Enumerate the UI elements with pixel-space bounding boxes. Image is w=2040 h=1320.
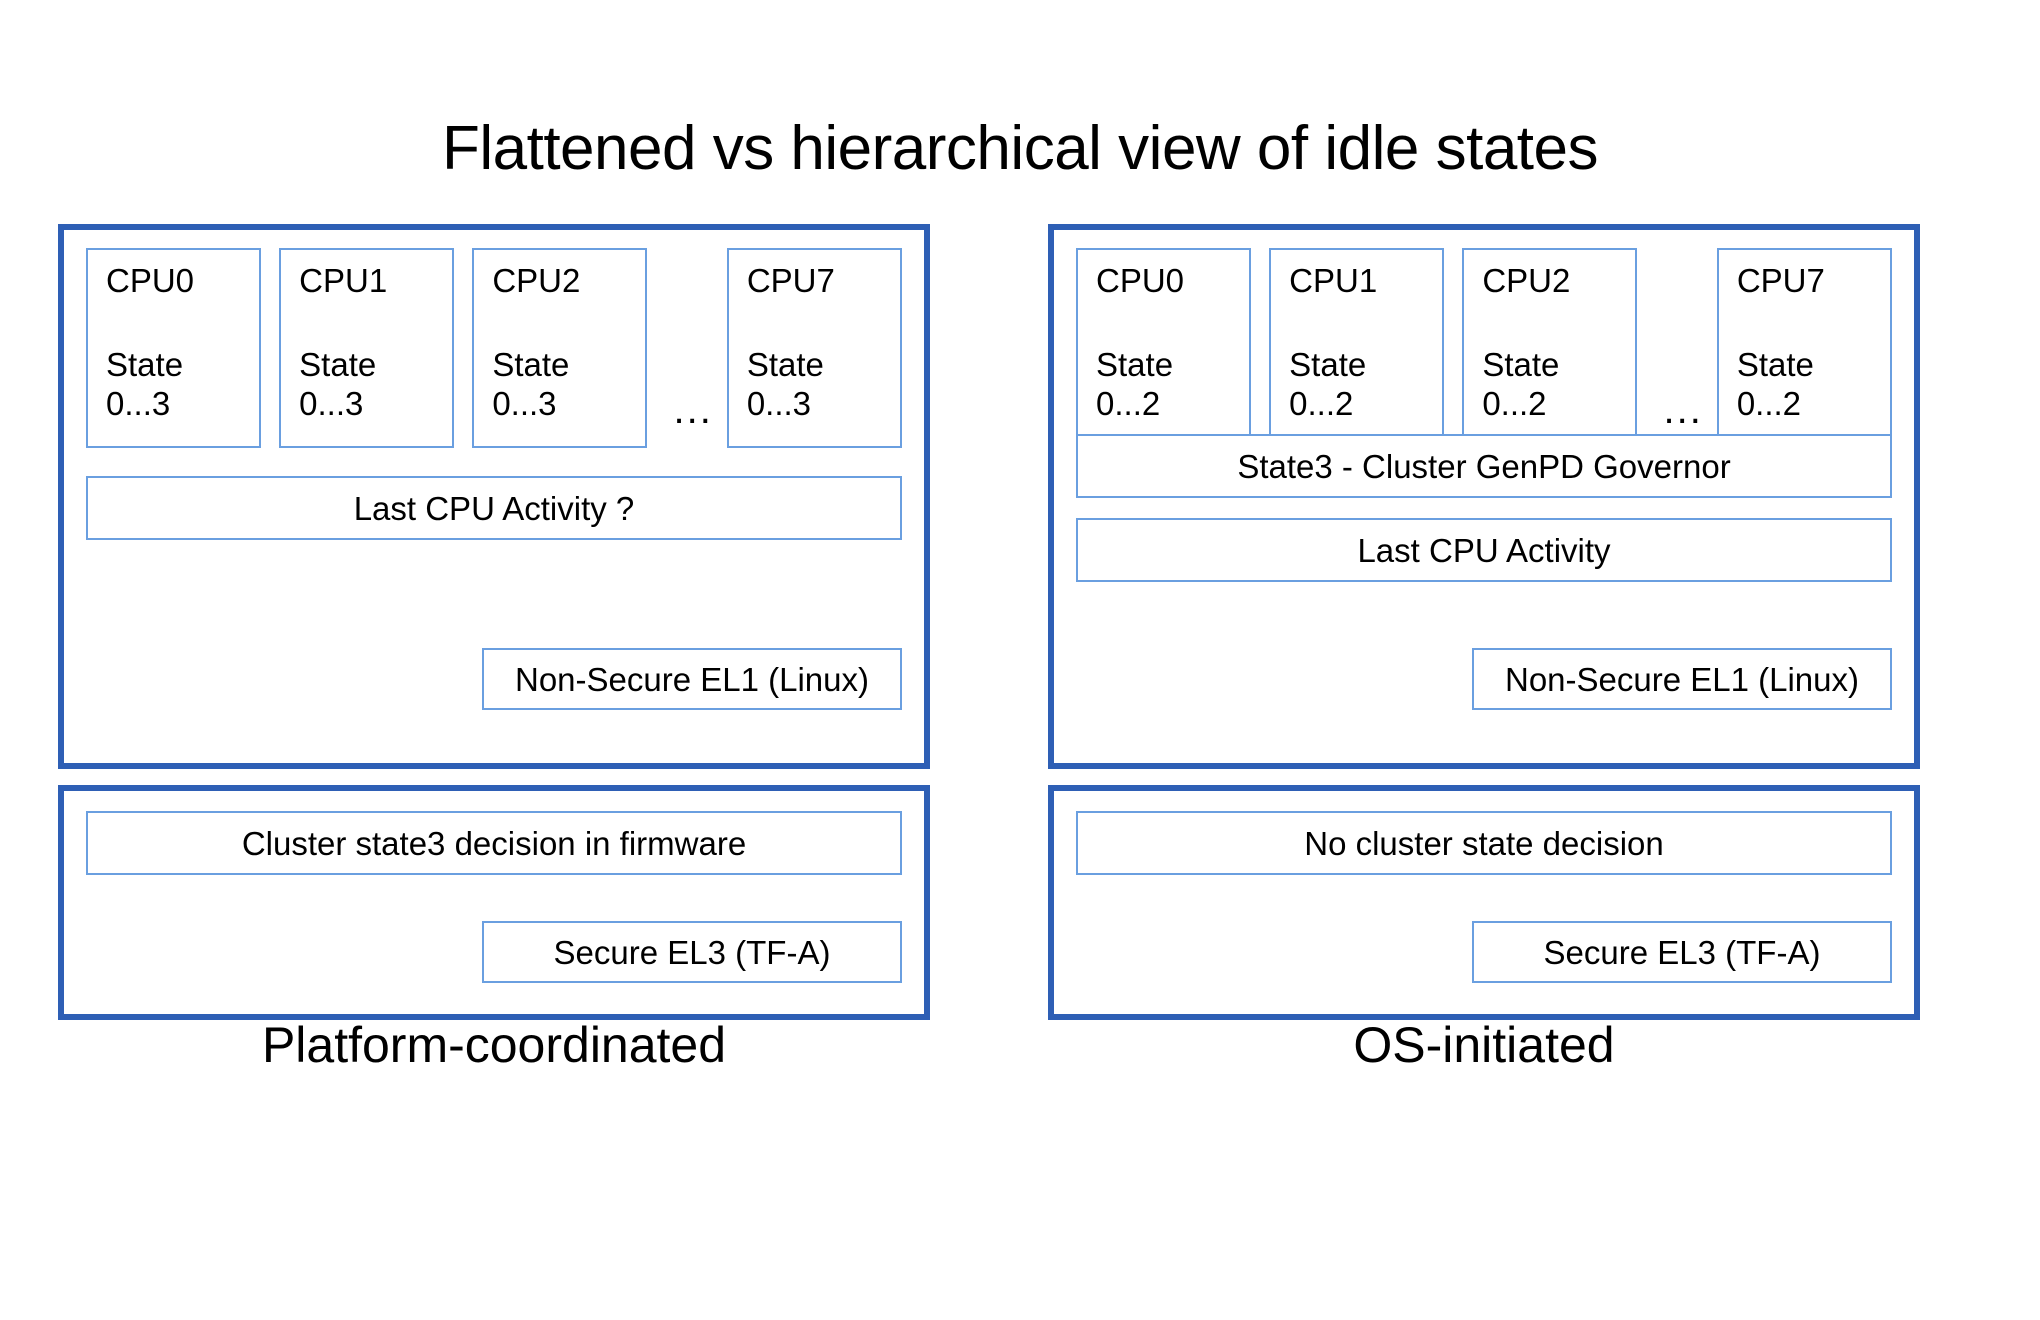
page-title: Flattened vs hierarchical view of idle s… xyxy=(441,114,1599,183)
bar-no-cluster-state-decision: No cluster state decision xyxy=(1076,811,1892,875)
column-os-initiated: CPU0 State 0...2 CPU1 State 0...2 CPU2 xyxy=(1048,224,1920,1020)
cpu-state: State 0...2 xyxy=(1289,346,1366,424)
cpu-state-line1: State xyxy=(1289,346,1367,384)
cpu-state-line2: 0...3 xyxy=(492,385,557,423)
os-panel-left: CPU0 State 0...3 CPU1 State 0...3 CPU2 xyxy=(58,224,930,769)
layer-label-secure-el3: Secure EL3 (TF-A) xyxy=(482,921,902,983)
cpu-state-line2: 0...2 xyxy=(1736,385,1802,423)
cpu-box: CPU0 State 0...2 xyxy=(1076,248,1252,448)
cpu-state: State 0...3 xyxy=(106,346,183,424)
bar-cluster-state-decision: Cluster state3 decision in firmware xyxy=(86,811,902,875)
cpu-state: State 0...2 xyxy=(1737,346,1814,424)
cpu-box: CPU7 State 0...2 xyxy=(1716,248,1892,448)
cpu-row-left: CPU0 State 0...3 CPU1 State 0...3 CPU2 xyxy=(86,248,902,448)
layer-label-secure-el3: Secure EL3 (TF-A) xyxy=(1472,921,1892,983)
cpu-row-right: CPU0 State 0...2 CPU1 State 0...2 CPU2 xyxy=(1076,248,1892,448)
cpu-state-line2: 0...2 xyxy=(1289,385,1354,423)
cpu-state-line2: 0...2 xyxy=(1482,385,1547,423)
cpu-name: CPU2 xyxy=(492,262,581,299)
cpu-state-line1: State xyxy=(1482,346,1560,384)
layer-label-non-secure-el1: Non-Secure EL1 (Linux) xyxy=(1472,648,1892,710)
cpu-box: CPU0 State 0...3 xyxy=(86,248,262,448)
cpu-ellipsis: ... xyxy=(1663,388,1703,432)
cpu-state: State 0...3 xyxy=(492,346,569,424)
cpu-state: State 0...2 xyxy=(1096,346,1173,424)
os-panel-right: CPU0 State 0...2 CPU1 State 0...2 CPU2 xyxy=(1048,224,1920,769)
cpu-state-line1: State xyxy=(1736,346,1814,384)
cpu-box: CPU7 State 0...3 xyxy=(726,248,902,448)
cpu-name: CPU1 xyxy=(1289,262,1378,299)
cpu-state-line1: State xyxy=(106,346,184,384)
layer-label-non-secure-el1: Non-Secure EL1 (Linux) xyxy=(482,648,902,710)
cpu-box: CPU2 State 0...2 xyxy=(1462,248,1638,448)
cpu-state-line2: 0...3 xyxy=(746,385,812,423)
cpu-state-line2: 0...2 xyxy=(1096,385,1161,423)
cpu-box: CPU2 State 0...3 xyxy=(472,248,648,448)
firmware-panel-left: Cluster state3 decision in firmware Secu… xyxy=(58,785,930,1020)
cpu-state: State 0...2 xyxy=(1482,346,1559,424)
cpu-state: State 0...3 xyxy=(747,346,824,424)
cpu-state-line2: 0...3 xyxy=(299,385,364,423)
cpu-name: CPU7 xyxy=(1736,262,1825,299)
column-platform-coordinated: CPU0 State 0...3 CPU1 State 0...3 CPU2 xyxy=(58,224,930,1020)
cpu-box: CPU1 State 0...3 xyxy=(279,248,455,448)
cpu-ellipsis: ... xyxy=(673,388,713,432)
cpu-state-line1: State xyxy=(746,346,824,384)
bar-last-cpu-activity: Last CPU Activity xyxy=(1076,518,1892,582)
bar-cluster-genpd-governor: State3 - Cluster GenPD Governor xyxy=(1076,434,1892,498)
cpu-state-line1: State xyxy=(1096,346,1174,384)
cpu-state: State 0...3 xyxy=(299,346,376,424)
firmware-panel-right: No cluster state decision Secure EL3 (TF… xyxy=(1048,785,1920,1020)
cpu-name: CPU7 xyxy=(746,262,835,299)
cpu-name: CPU1 xyxy=(299,262,388,299)
cpu-state-line2: 0...3 xyxy=(106,385,171,423)
cpu-box: CPU1 State 0...2 xyxy=(1269,248,1445,448)
cpu-name: CPU0 xyxy=(106,262,195,299)
cpu-state-line1: State xyxy=(492,346,570,384)
bar-last-cpu-activity: Last CPU Activity ? xyxy=(86,476,902,540)
caption-platform-coordinated: Platform-coordinated xyxy=(261,1017,727,1073)
cpu-name: CPU2 xyxy=(1482,262,1571,299)
cpu-state-line1: State xyxy=(299,346,377,384)
cpu-name: CPU0 xyxy=(1096,262,1185,299)
caption-os-initiated: OS-initiated xyxy=(1353,1017,1615,1073)
